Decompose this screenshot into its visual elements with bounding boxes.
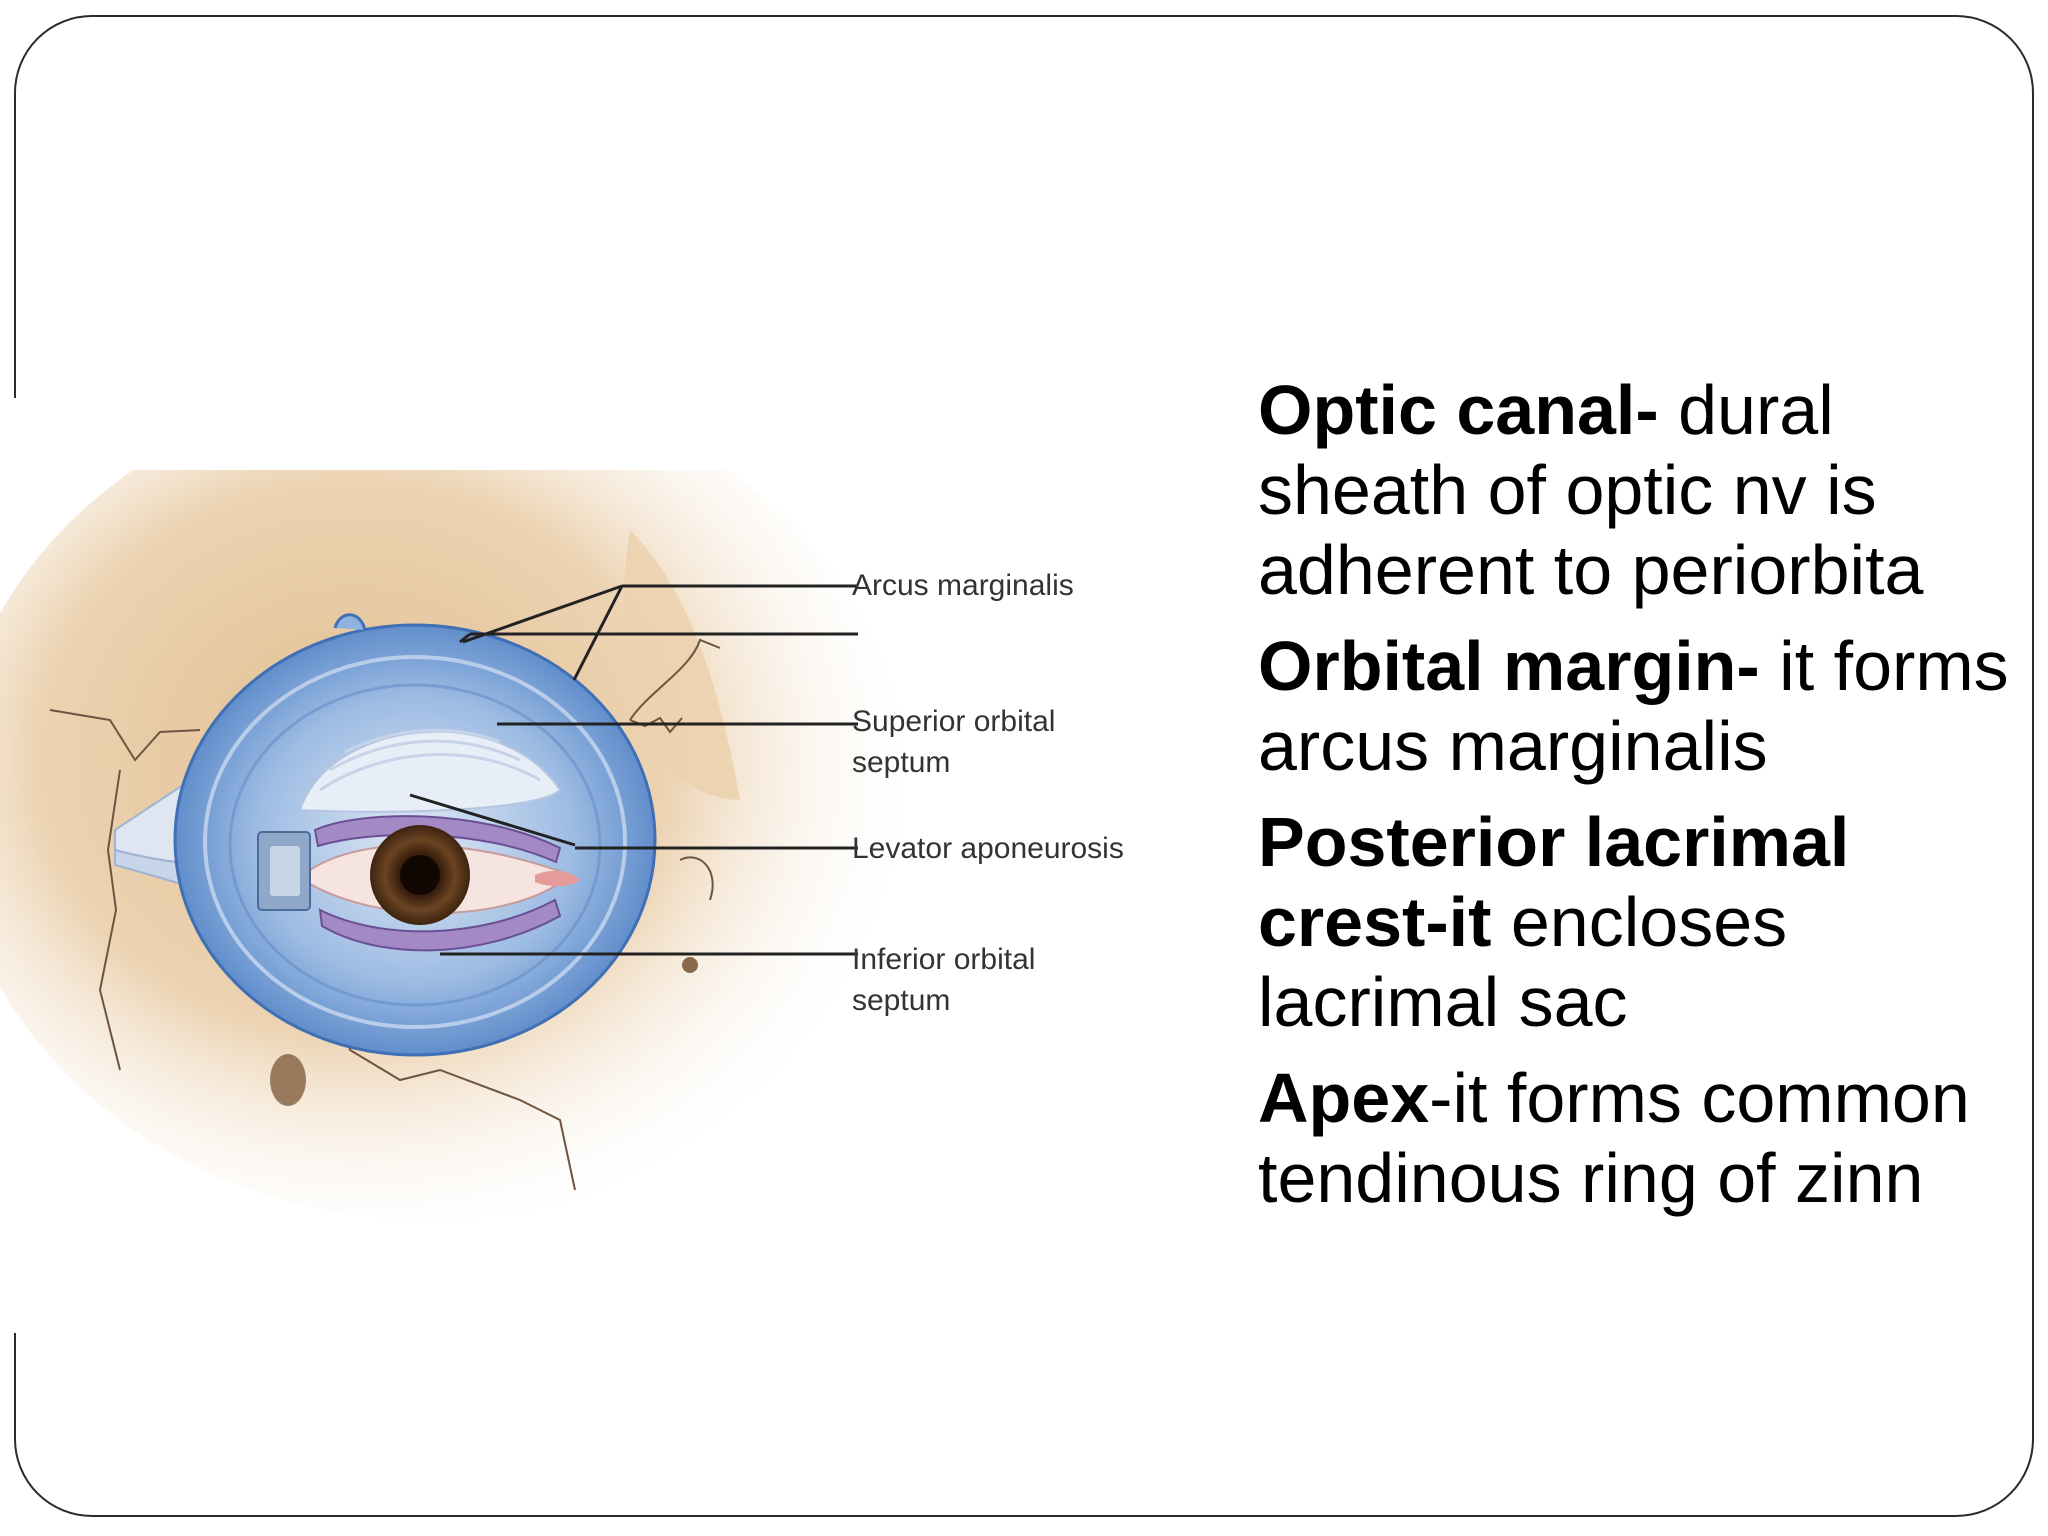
label-levator-aponeurosis: Levator aponeurosis: [852, 832, 1124, 865]
lower-tarsus: [318, 898, 562, 952]
leader-line: [572, 585, 624, 681]
leader-line: [462, 584, 623, 644]
label-arcus-marginalis: Arcus marginalis: [852, 569, 1074, 602]
pupil: [400, 855, 440, 895]
suture-line: [339, 999, 576, 1191]
paragraph-rest: encloses lacrimal sac: [1258, 883, 1788, 1041]
zygomatic-foramen: [682, 957, 698, 973]
paragraph-lead: Orbital margin-: [1258, 627, 1760, 705]
label-inferior-orbital-septum: Inferior orbital septum: [852, 943, 1036, 1017]
upper-tarsus: [313, 815, 562, 864]
nasal-bone: [623, 530, 740, 800]
paragraph-optic-canal: Optic canal- dural sheath of optic nv is…: [1258, 370, 2018, 610]
slide-body-text: Optic canal- dural sheath of optic nv is…: [1258, 370, 2018, 1234]
aponeurosis-fibres: [319, 728, 541, 792]
caruncle: [535, 870, 580, 887]
paragraph-orbital-margin: Orbital margin- it forms arcus marginali…: [1258, 626, 2018, 786]
paragraph-rest: -it forms common tendinous ring of zinn: [1258, 1059, 1970, 1217]
lacrimal-sac-inner: [270, 846, 300, 896]
paragraph-lead: Apex: [1258, 1059, 1430, 1137]
paragraph-posterior-lacrimal-crest: Posterior lacrimal crest-it encloses lac…: [1258, 802, 2018, 1042]
leader-line: [459, 632, 471, 644]
suture-line: [49, 709, 201, 762]
paragraph-rest: dural sheath of optic nv is adherent to …: [1258, 371, 1924, 609]
suture-line: [629, 638, 721, 901]
septum-fold: [228, 683, 602, 1007]
orbital-septum-illustration: [0, 470, 910, 1220]
suture-line: [98, 769, 121, 1071]
paragraph-lead: Optic canal-: [1258, 371, 1659, 449]
paragraph-apex: Apex-it forms common tendinous ring of z…: [1258, 1058, 2018, 1218]
septum-bump: [333, 613, 367, 631]
paragraph-lead: Posterior lacrimal crest-it: [1258, 803, 1850, 961]
septum-fold: [203, 655, 627, 1029]
label-superior-orbital-septum: Superior orbital septum: [852, 705, 1056, 779]
leader-line: [409, 793, 576, 847]
paragraph-rest: it forms arcus marginalis: [1258, 627, 2009, 785]
infraorbital-foramen: [270, 1054, 306, 1106]
